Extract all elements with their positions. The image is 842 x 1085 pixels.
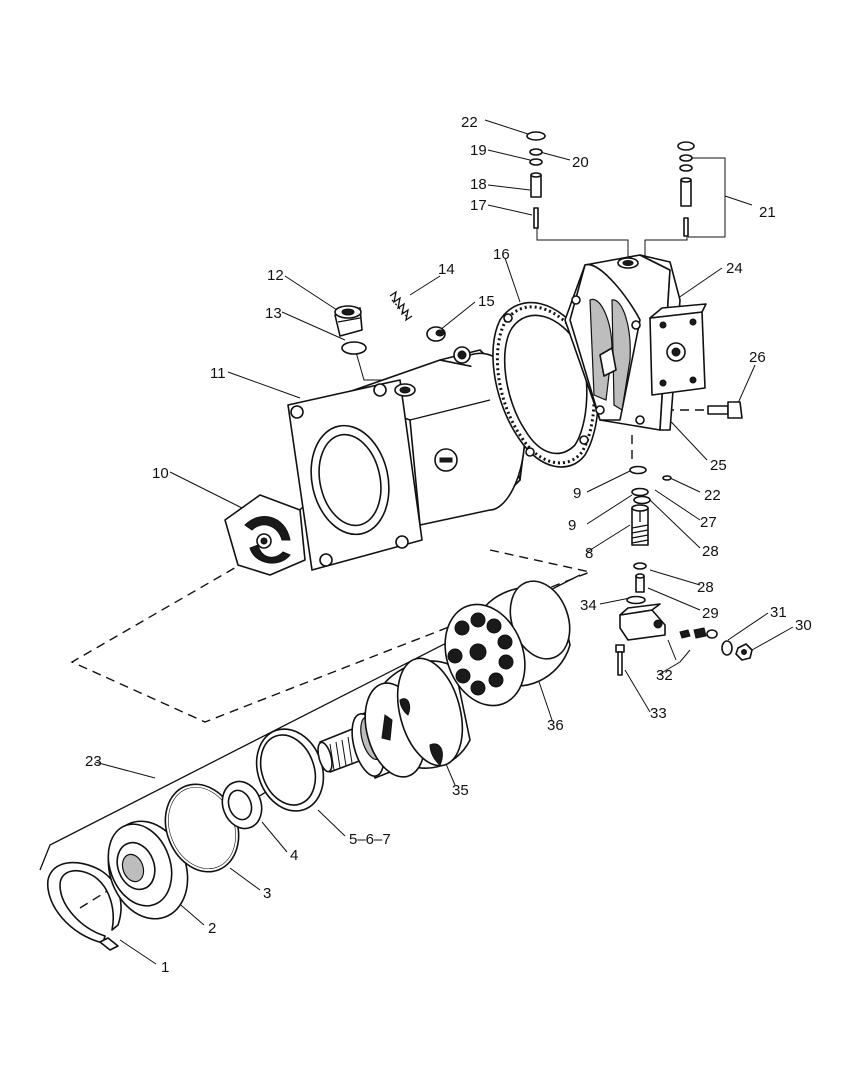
part-5-6-7-shims (255, 728, 325, 812)
part-36-cylinder-block (444, 580, 571, 707)
part-2-seal-carrier (107, 820, 189, 920)
callout-12: 12 (267, 267, 284, 284)
callout-11: 11 (210, 365, 226, 382)
callout-25: 25 (710, 457, 727, 474)
callout-24: 24 (726, 260, 743, 277)
callout-18: 18 (470, 176, 487, 193)
part-24-port-housing (564, 254, 707, 431)
callout-5-6-7: 5–6–7 (349, 831, 391, 848)
part-14-spring (389, 290, 413, 322)
callout-22b: 22 (704, 487, 721, 504)
callout-4: 4 (290, 847, 298, 864)
callout-28a: 28 (702, 543, 719, 560)
part-11-housing (287, 346, 526, 571)
callout-13: 13 (265, 305, 282, 322)
part-10-valve-plate (224, 494, 306, 576)
callout-35: 35 (452, 782, 469, 799)
callout-36: 36 (547, 717, 564, 734)
callout-15: 15 (478, 293, 495, 310)
callout-22a: 22 (461, 114, 478, 131)
part-15-piston (426, 326, 446, 342)
callout-3: 3 (263, 885, 271, 902)
callout-27: 27 (700, 514, 717, 531)
part-34-valve-block (619, 595, 718, 641)
part-31-washer (721, 640, 733, 656)
part-3-o-ring (164, 783, 240, 873)
part-4-shaft-seal (221, 780, 263, 830)
callout-2: 2 (208, 920, 216, 937)
callout-9a: 9 (573, 485, 581, 502)
callout-34: 34 (580, 597, 597, 614)
callout-9b: 9 (568, 517, 576, 534)
callout-16: 16 (493, 246, 510, 263)
part-16-gasket (492, 301, 599, 468)
part-33-bolt (615, 644, 625, 676)
part-1-retaining-ring (47, 861, 122, 951)
callout-10: 10 (152, 465, 169, 482)
callout-23: 23 (85, 753, 102, 770)
callout-21: 21 (759, 204, 776, 221)
callout-28b: 28 (697, 579, 714, 596)
callout-labels: 1 2 3 4 5–6–7 8 9 9 10 11 12 13 14 15 16… (85, 114, 812, 976)
part-12-plug (334, 305, 363, 337)
cylinder-bores (447, 612, 514, 696)
callout-14: 14 (438, 261, 455, 278)
part-30-nut (735, 643, 753, 661)
callout-1: 1 (161, 959, 169, 976)
callout-26: 26 (749, 349, 766, 366)
callout-31: 31 (770, 604, 787, 621)
callout-19: 19 (470, 142, 487, 159)
part-35-drive-shaft (317, 657, 471, 779)
parts-17-22-stack-left (526, 131, 546, 229)
callout-32: 32 (656, 667, 673, 684)
callout-29: 29 (702, 605, 719, 622)
callout-8: 8 (585, 545, 593, 562)
part-13-o-ring (341, 341, 367, 355)
part-26-bolt (707, 401, 743, 419)
callout-30: 30 (795, 617, 812, 634)
callout-17: 17 (470, 197, 487, 214)
parts-21-stack-right (677, 141, 695, 237)
callout-20: 20 (572, 154, 589, 171)
callout-33: 33 (650, 705, 667, 722)
valve-stack (629, 465, 672, 593)
